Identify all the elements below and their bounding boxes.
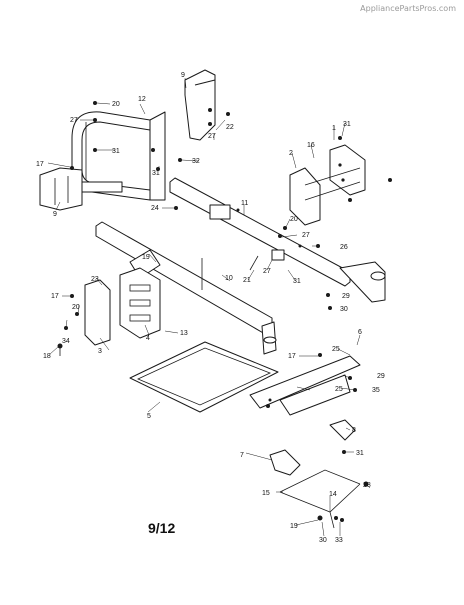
callout-34: 34 [62, 338, 70, 345]
lower-tube [95, 221, 277, 355]
callout-25a: 25 [332, 346, 340, 353]
page-number: 9/12 [148, 520, 176, 536]
callout-31d: 31 [293, 278, 301, 285]
callout-35: 35 [372, 387, 380, 394]
top-bracket [184, 69, 216, 141]
callout-6: 6 [358, 329, 362, 336]
callout-31a: 31 [112, 148, 120, 155]
callout-27c: 27 [302, 232, 310, 239]
main-tube [169, 177, 386, 303]
callout-21: 21 [243, 277, 251, 284]
callout-20c: 20 [72, 304, 80, 311]
callout-31e: 31 [356, 450, 364, 457]
callout-19b: 19 [290, 523, 298, 530]
callout-11: 11 [241, 200, 248, 207]
side-rail [249, 355, 361, 416]
fasteners [57, 101, 392, 522]
callout-22: 22 [226, 124, 234, 131]
callout-20a: 20 [112, 101, 120, 108]
floor-pan [129, 341, 279, 413]
callout-14: 14 [329, 491, 337, 498]
callout-3: 3 [98, 348, 102, 355]
callout-13: 13 [180, 330, 188, 337]
callout-27a: 27 [70, 117, 78, 124]
callout-1: 1 [332, 125, 336, 132]
callout-27b: 27 [208, 133, 216, 140]
callout-2: 2 [289, 150, 293, 157]
callout-29a: 29 [342, 293, 350, 300]
callout-26: 26 [340, 244, 348, 251]
callout-24: 24 [151, 205, 159, 212]
small-brackets [269, 419, 356, 476]
callout-30b: 30 [319, 537, 327, 544]
callout-32: 32 [192, 158, 200, 165]
callout-7: 7 [240, 452, 244, 459]
callout-4: 4 [146, 335, 150, 342]
callout-17a: 17 [36, 161, 44, 168]
callout-23: 23 [91, 276, 99, 283]
callout-28: 28 [363, 482, 371, 489]
callout-9a: 9 [181, 72, 185, 79]
mount-plates [84, 267, 161, 346]
rear-loop-frame [71, 111, 166, 201]
callout-30a: 30 [340, 306, 348, 313]
callout-19: 19 [142, 254, 150, 261]
seat-bracket [289, 144, 366, 226]
callout-labels: 9 20 12 27 22 27 31 32 31 17 9 1 31 2 16… [36, 72, 385, 544]
callout-8: 8 [352, 427, 356, 434]
callout-25b: 25 [335, 386, 343, 393]
callout-9b: 9 [53, 211, 57, 218]
callout-10: 10 [225, 275, 233, 282]
callout-20b: 20 [290, 216, 298, 223]
callout-12: 12 [138, 96, 146, 103]
left-bracket [39, 167, 123, 211]
callout-31c: 31 [343, 121, 351, 128]
callout-18: 18 [43, 353, 51, 360]
callout-29b: 29 [377, 373, 385, 380]
callout-5: 5 [147, 413, 151, 420]
callout-15: 15 [262, 490, 270, 497]
callout-31b: 31 [152, 170, 160, 177]
callout-16: 16 [307, 142, 315, 149]
callout-17c: 17 [288, 353, 296, 360]
callout-33: 33 [335, 537, 343, 544]
leader-lines [47, 77, 371, 537]
callout-27d: 27 [263, 268, 271, 275]
callout-17b: 17 [51, 293, 59, 300]
watermark: AppliancePartsPros.com [360, 4, 456, 13]
